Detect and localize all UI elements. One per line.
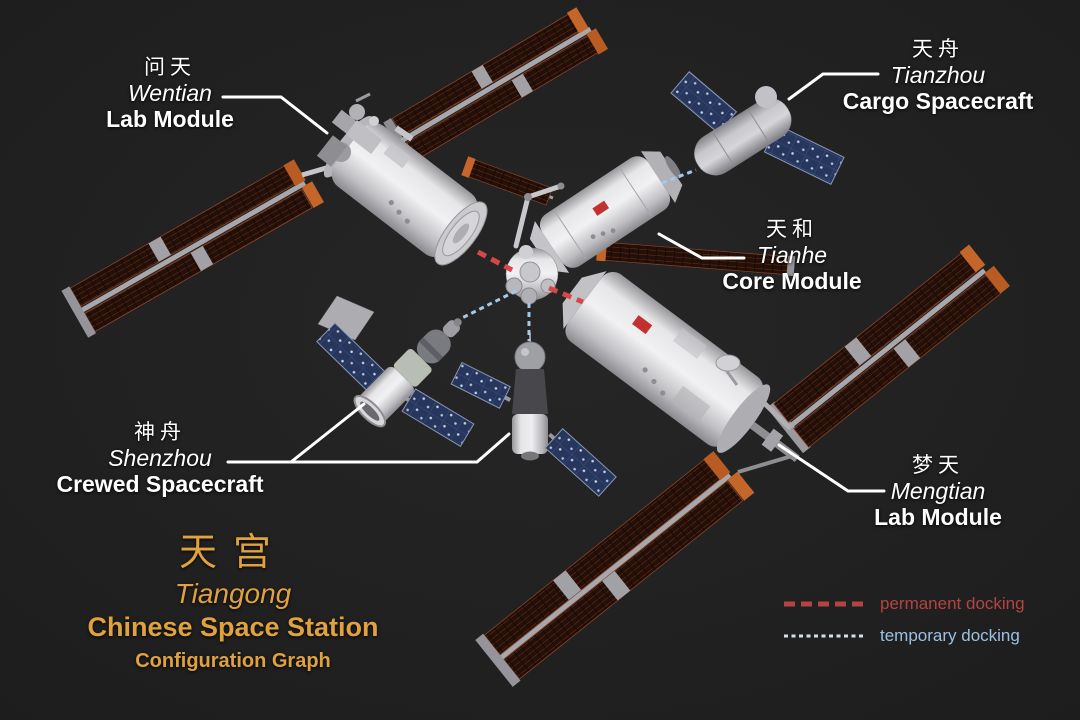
tianzhou-spacecraft (694, 86, 792, 176)
legend-temporary-label: temporary docking (880, 626, 1020, 645)
shenzhou-panel-starboard (401, 388, 475, 447)
shenzhou-chinese: 神舟 (134, 420, 186, 444)
leader-mengtian (777, 443, 886, 493)
mengtian-chinese: 梦天 (912, 453, 964, 477)
title-pinyin: Tiangong (174, 577, 292, 609)
leader-shenzhou-branch (289, 402, 366, 464)
legend-permanent-docking: permanent docking (782, 594, 1025, 614)
wentian-chinese: 问天 (144, 55, 196, 79)
leader-tianzhou (787, 72, 880, 101)
temporary-docking-swatch (784, 634, 866, 638)
tianzhou-type: Cargo Spacecraft (842, 88, 1034, 115)
tianhe-type: Core Module (722, 268, 862, 295)
title-name: Chinese Space Station (87, 611, 379, 642)
tianzhou-pinyin: Tianzhou (890, 61, 986, 88)
wentian-type: Lab Module (106, 106, 234, 133)
label-mengtian: 梦天 Mengtian Lab Module (874, 453, 1002, 531)
permanent-docking-swatch (784, 601, 866, 607)
legend-permanent-label: permanent docking (880, 594, 1025, 613)
node-hub (505, 245, 559, 305)
tianzhou-dome (755, 86, 777, 108)
mengtian-module (562, 271, 800, 462)
wentian-pinyin: Wentian (128, 79, 212, 106)
shenzhou-type: Crewed Spacecraft (56, 471, 264, 498)
mengtian-pinyin: Mengtian (890, 477, 986, 504)
label-tianhe: 天和 Tianhe Core Module (722, 217, 862, 295)
temporary-docking-lines (461, 168, 697, 341)
tianhe-flag (592, 200, 610, 216)
wentian-solar-wing-lower (61, 159, 324, 338)
permanent-docking-lines (476, 249, 584, 305)
title-chinese: 天宫 (178, 530, 287, 574)
legend-temporary-docking: temporary docking (782, 626, 1020, 646)
wing-trusses (301, 125, 793, 474)
mengtian-solar-wing-lower (475, 451, 755, 687)
mengtian-type: Lab Module (874, 504, 1002, 531)
tianhe-pinyin: Tianhe (756, 241, 828, 268)
robotic-arm (513, 182, 565, 249)
label-wentian: 问天 Wentian Lab Module (106, 55, 234, 133)
wentian-docking-machinery (316, 92, 383, 167)
leader-tianhe (657, 232, 746, 260)
title-subtitle: Configuration Graph (135, 649, 331, 672)
leader-lines (221, 72, 886, 493)
title-block: 天宫 Tiangong Chinese Space Station Config… (87, 530, 378, 673)
tianhe-chinese: 天和 (766, 217, 818, 241)
label-shenzhou: 神舟 Shenzhou Crewed Spacecraft (56, 420, 264, 498)
shenzhou-spacecraft-nadir (512, 333, 548, 461)
shenzhou-pinyin: Shenzhou (108, 444, 212, 471)
tianzhou-chinese: 天舟 (912, 37, 964, 61)
mengtian-flag (632, 315, 653, 335)
leader-wentian (221, 95, 329, 135)
leader-shenzhou (226, 432, 511, 464)
label-tianzhou: 天舟 Tianzhou Cargo Spacecraft (842, 37, 1034, 115)
shenzhou-panel-nadir-left (450, 361, 512, 409)
shenzhou-spacecraft-forward (353, 318, 462, 428)
shenzhou-panel-nadir-right (544, 427, 617, 497)
tianhe-module (529, 151, 683, 273)
wentian-solar-wing-upper (383, 7, 609, 166)
mengtian-dish-antenna (715, 354, 741, 386)
